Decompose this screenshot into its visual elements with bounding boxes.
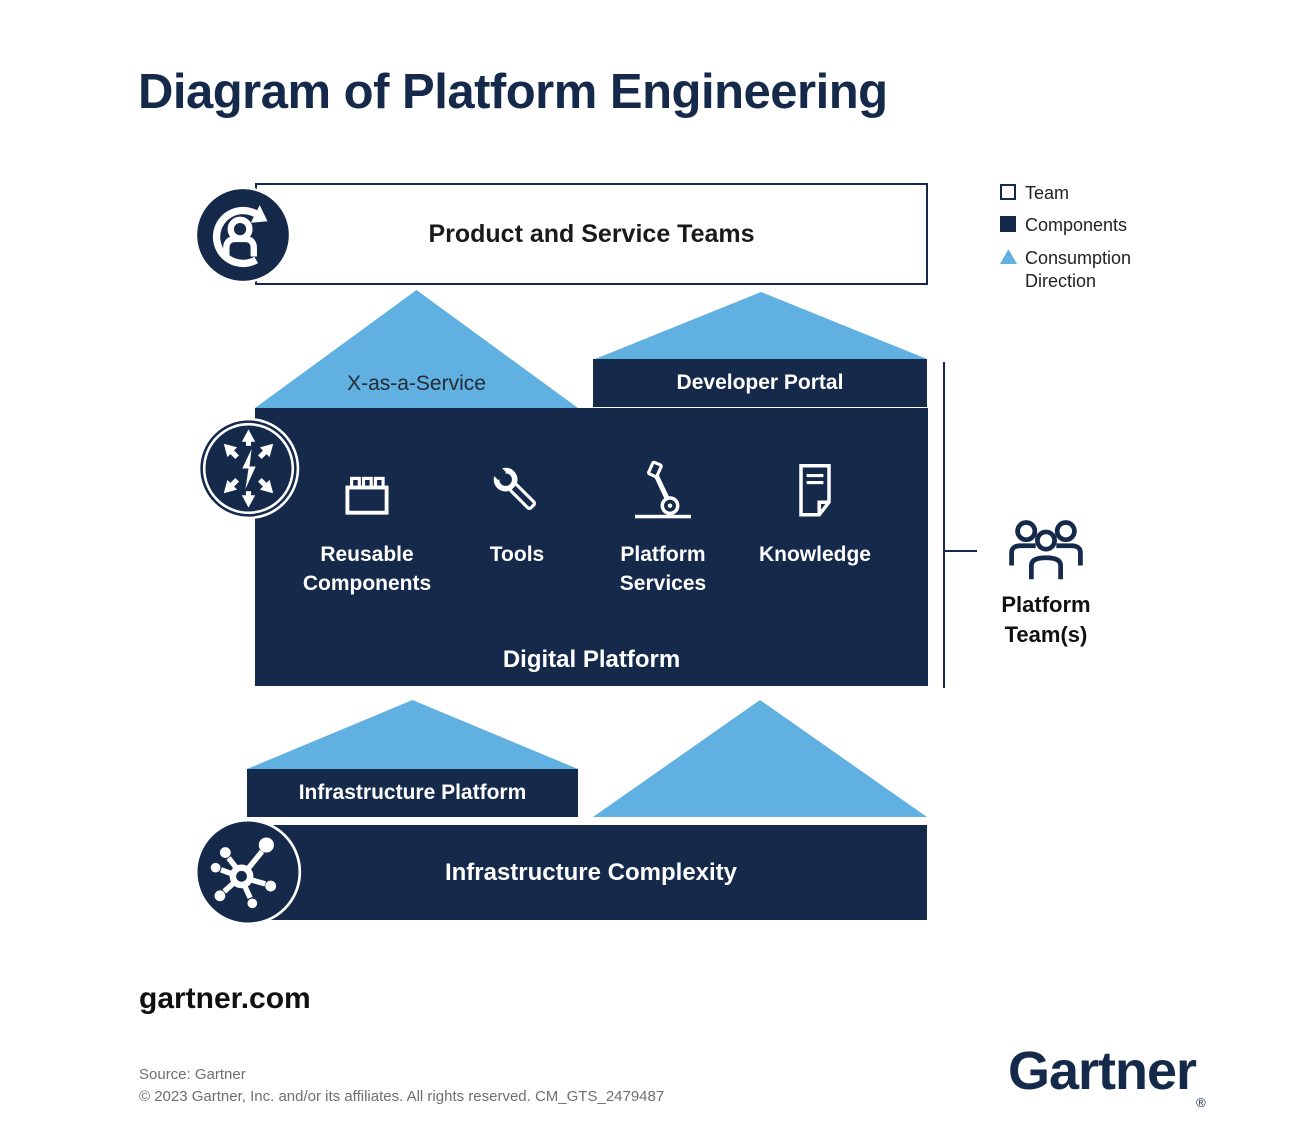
developer-portal-triangle bbox=[595, 292, 927, 359]
wrench-icon bbox=[490, 464, 537, 511]
item-label: Knowledge bbox=[758, 543, 871, 566]
person-cycle-icon bbox=[194, 186, 292, 284]
distribute-arrows-icon bbox=[197, 417, 300, 520]
legend-item-consumption: Consumption Direction bbox=[1000, 247, 1180, 294]
consumption-triangle-icon bbox=[1000, 249, 1017, 264]
components-swatch-icon bbox=[1000, 216, 1016, 233]
registered-mark: ® bbox=[1196, 1095, 1206, 1110]
digital-platform-item: Tools bbox=[432, 456, 602, 569]
document-icon bbox=[799, 464, 831, 517]
page-title: Diagram of Platform Engineering bbox=[138, 65, 888, 119]
team-swatch-icon bbox=[1000, 184, 1016, 200]
platform-teams-bracket-line bbox=[943, 362, 945, 688]
developer-portal-bar: Developer Portal bbox=[593, 359, 927, 407]
team-people-icon bbox=[1003, 517, 1089, 583]
platform-teams-label: Platform Team(s) bbox=[1001, 592, 1091, 647]
gartner-logo: Gartner® bbox=[1008, 1040, 1206, 1110]
source-text: Source: Gartner bbox=[139, 1066, 246, 1083]
hub-network-icon bbox=[194, 818, 302, 926]
infrastructure-platform-triangle bbox=[247, 700, 578, 769]
digital-platform-label: Digital Platform bbox=[502, 646, 681, 673]
legend: Team Components Consumption Direction bbox=[1000, 182, 1180, 303]
legend-label: Team bbox=[1025, 183, 1070, 203]
item-label: Reusable Components bbox=[302, 543, 432, 596]
copyright-text: © 2023 Gartner, Inc. and/or its affiliat… bbox=[139, 1088, 665, 1105]
platform-teams-bracket-tick bbox=[945, 550, 977, 552]
item-label: Platform Services bbox=[619, 543, 707, 596]
legend-item-team: Team bbox=[1000, 182, 1180, 205]
x-as-a-service-triangle: X-as-a-Service bbox=[255, 290, 578, 408]
product-service-teams-box: Product and Service Teams bbox=[255, 183, 928, 285]
digital-platform-box: Reusable Components Tools Platform Servi… bbox=[255, 408, 928, 686]
infrastructure-complexity-label: Infrastructure Complexity bbox=[444, 858, 738, 886]
brick-icon bbox=[345, 476, 389, 515]
infrastructure-complexity-bar: Infrastructure Complexity bbox=[255, 825, 927, 920]
infrastructure-platform-bar: Infrastructure Platform bbox=[247, 769, 578, 817]
digital-platform-item: Reusable Components bbox=[282, 456, 452, 599]
developer-portal-label: Developer Portal bbox=[676, 371, 844, 394]
legend-label: Consumption Direction bbox=[1025, 247, 1132, 292]
legend-item-components: Components bbox=[1000, 214, 1180, 237]
item-label: Tools bbox=[489, 543, 545, 566]
gartner-logo-text: Gartner bbox=[1008, 1041, 1197, 1101]
infrastructure-platform-label: Infrastructure Platform bbox=[298, 781, 527, 804]
digital-platform-item: Platform Services bbox=[578, 456, 748, 599]
legend-label: Components bbox=[1025, 215, 1128, 236]
product-service-teams-label: Product and Service Teams bbox=[428, 219, 755, 248]
infrastructure-complexity-triangle bbox=[593, 700, 927, 817]
lever-wheel-icon bbox=[635, 460, 691, 519]
gartner-com-text: gartner.com bbox=[139, 982, 311, 1015]
x-as-a-service-label: X-as-a-Service bbox=[347, 372, 486, 395]
digital-platform-item: Knowledge bbox=[730, 456, 900, 569]
